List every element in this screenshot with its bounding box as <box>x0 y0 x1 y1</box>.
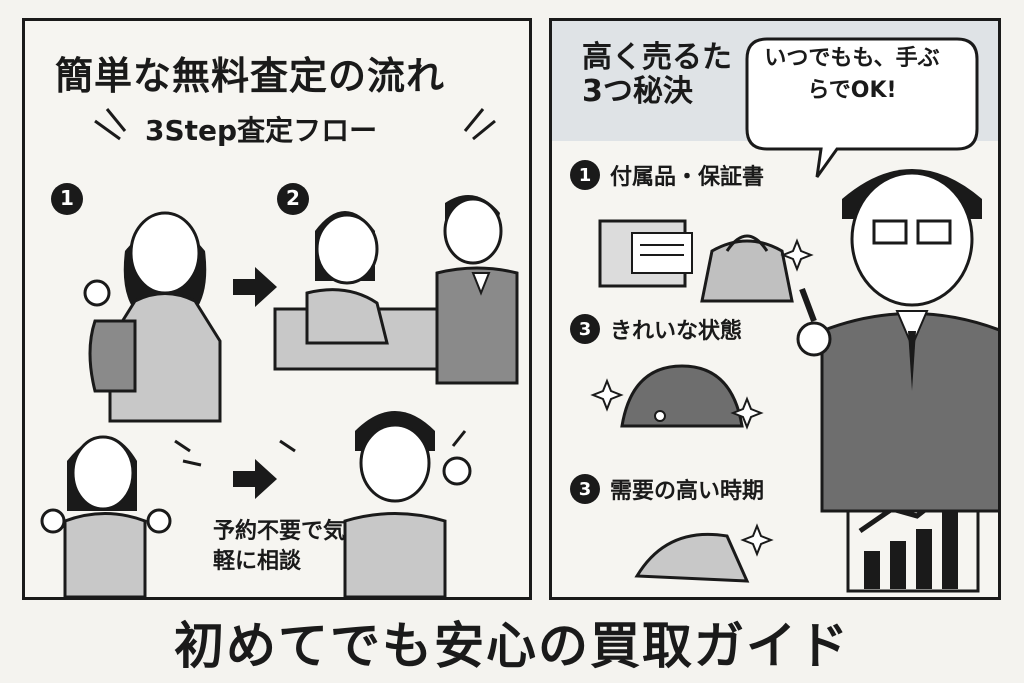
tip-number: 3 <box>570 474 600 504</box>
tip-item: 1 付属品・保証書 <box>570 159 764 191</box>
sparkle-icon <box>730 396 764 430</box>
tips-title: 高く売るた3つ秘決 <box>582 40 732 109</box>
emphasis-lines <box>94 108 496 141</box>
consultation-scene <box>273 195 519 385</box>
step-2-number: 2 <box>286 186 300 210</box>
tip-item: 3 需要の高い時期 <box>570 473 764 505</box>
speech-bubble-shape <box>745 37 979 178</box>
arrow-right-icon <box>233 459 277 499</box>
tips-illustration <box>552 21 998 593</box>
step-1-badge <box>51 183 83 215</box>
handbag-icon <box>700 234 794 303</box>
box-and-documents-icon <box>598 219 693 288</box>
step-2-badge <box>277 183 309 215</box>
tip-item: 3 きれいな状態 <box>570 313 742 345</box>
flow-panel: 簡単な無料査定の流れ 3Step査定フロー 1 2 予約不要で気軽に相談 <box>22 18 532 600</box>
glasses-icon <box>872 219 908 245</box>
flow-subtitle: 3Step査定フロー <box>145 114 378 147</box>
speech-bubble-text: いつでもも、手ぶらでOK! <box>764 46 940 103</box>
clean-bag-icon <box>620 364 744 428</box>
tip-label: 付属品・保証書 <box>610 165 765 190</box>
tips-panel: 高く売るた3つ秘決 いつでもも、手ぶらでOK! 1 付属品・保証書 3 きれいな… <box>549 18 1001 600</box>
sparkle-icon <box>780 238 814 272</box>
tip-number: 3 <box>570 314 600 344</box>
tip-label: きれいな状態 <box>610 319 743 344</box>
flow-title: 簡単な無料査定の流れ <box>55 54 446 98</box>
tip-label: 需要の高い時期 <box>610 479 765 504</box>
customer-with-bag-figure <box>83 211 222 423</box>
guide-title: 初めてでも安心の買取ガイド <box>174 617 850 675</box>
no-reservation-note: 予約不要で気軽に相談 <box>213 519 346 574</box>
seasonal-item-icon <box>634 532 750 583</box>
cheering-man-figure <box>343 411 472 597</box>
flow-illustration <box>40 108 519 597</box>
staff-man-figure <box>796 169 998 513</box>
arrow-right-icon <box>233 267 277 307</box>
happy-customer-figure <box>40 435 172 597</box>
sparkle-icon <box>590 378 624 412</box>
sparkle-icon <box>740 523 774 557</box>
burst-lines <box>174 430 467 467</box>
tip-number: 1 <box>570 160 600 190</box>
step-1-number: 1 <box>60 186 74 210</box>
